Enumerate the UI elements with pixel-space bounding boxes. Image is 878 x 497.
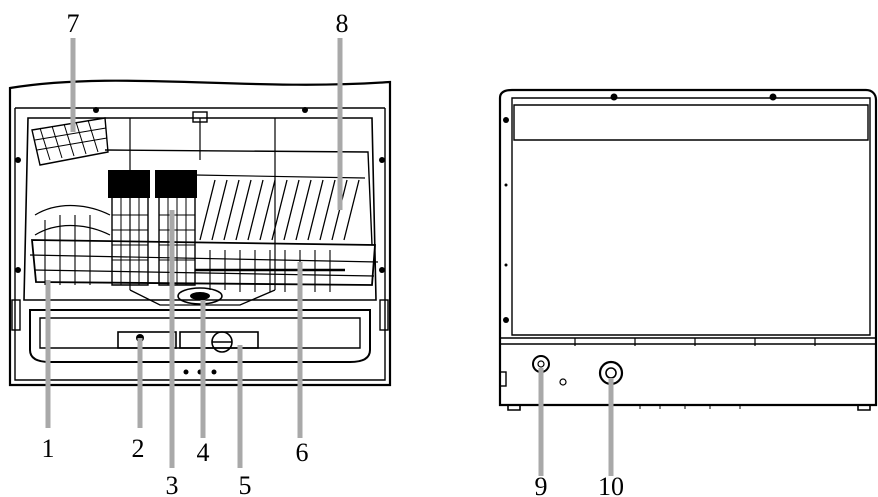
front-cabinet-outline (8, 79, 392, 387)
callout-5: 5 (239, 471, 252, 497)
callout-7: 7 (67, 9, 80, 38)
tub-interior (23, 117, 377, 301)
callout-9: 9 (535, 472, 548, 497)
front-view: 1 2 3 4 5 6 7 8 (8, 9, 392, 497)
callout-1: 1 (42, 434, 55, 463)
cutlery-baskets (108, 170, 197, 286)
spray-arm (129, 268, 345, 306)
detergent-dispenser (179, 331, 259, 349)
callout-3: 3 (166, 471, 179, 497)
callout-2: 2 (132, 434, 145, 463)
back-cabinet-outline (498, 88, 878, 407)
callout-10: 10 (598, 472, 624, 497)
rinse-aid-dispenser (117, 331, 177, 349)
cup-shelf (31, 117, 109, 166)
callout-6: 6 (296, 438, 309, 467)
leader-lines (45, 38, 343, 468)
callout-8: 8 (336, 9, 349, 38)
callout-4: 4 (197, 438, 210, 467)
door (11, 299, 389, 375)
back-view: 9 10 (498, 88, 878, 497)
